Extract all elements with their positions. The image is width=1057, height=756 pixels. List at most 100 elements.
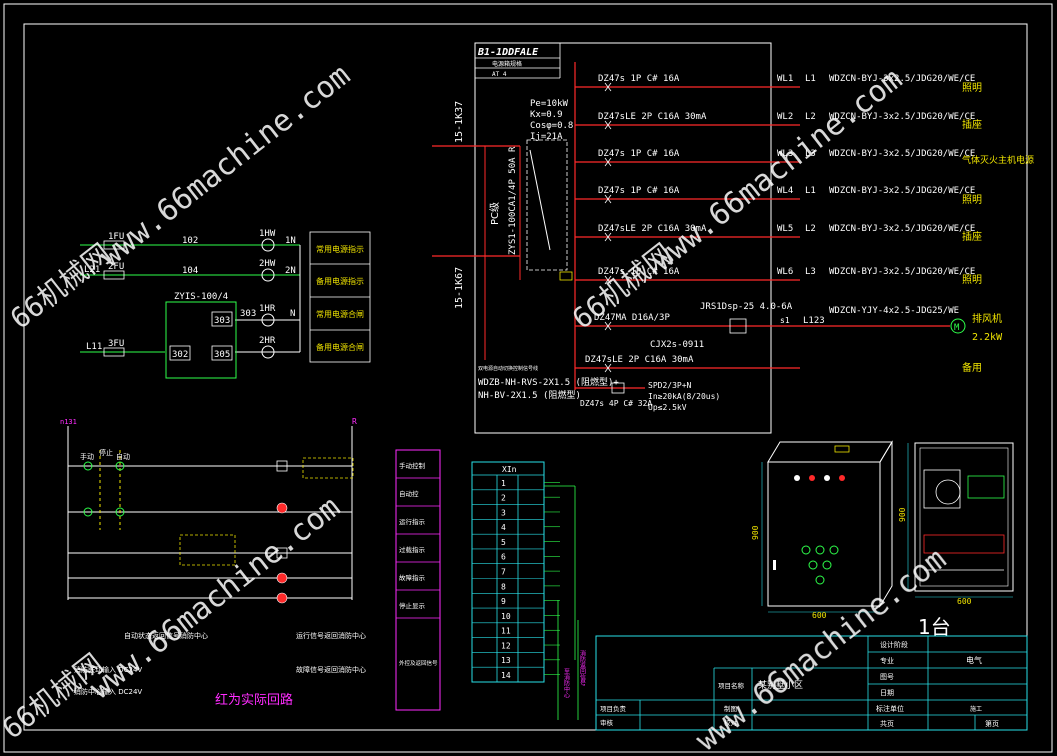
ats-controller-box bbox=[165, 301, 237, 379]
spare-circuit: DZ47sLE 2P C16A 30mA 备用 bbox=[575, 355, 982, 374]
svg-text:外控及返回信号: 外控及返回信号 bbox=[399, 659, 438, 667]
svg-text:WDZCN-YJY-4x2.5-JDG25/WE: WDZCN-YJY-4x2.5-JDG25/WE bbox=[829, 306, 959, 316]
lamp-1hr-icon bbox=[261, 313, 275, 327]
svg-text:L3: L3 bbox=[805, 149, 816, 159]
svg-text:JRS1Dsp-25 4.0-6A: JRS1Dsp-25 4.0-6A bbox=[700, 302, 793, 312]
svg-text:303: 303 bbox=[214, 316, 230, 326]
watermark-cn: 66机械网 bbox=[0, 647, 109, 745]
terminal-row-number: 10 bbox=[501, 612, 511, 621]
svg-text:照明: 照明 bbox=[962, 194, 982, 206]
terminal-row-number: 1 bbox=[501, 479, 506, 488]
svg-text:故障指示: 故障指示 bbox=[399, 573, 426, 582]
svg-text:至消防中心: 至消防中心 bbox=[563, 668, 570, 698]
svg-text:手动控制: 手动控制 bbox=[399, 461, 426, 470]
thermal-relay-symbol bbox=[729, 318, 747, 334]
terminal-row-number: 12 bbox=[501, 641, 511, 650]
svg-text:2HR: 2HR bbox=[259, 336, 276, 346]
param-2: Kx=0.9 bbox=[530, 110, 563, 120]
circuit-row: DZ47sLE 2P C16A 30mA WL2 L2 WDZCN-BYJ-3x… bbox=[575, 112, 982, 131]
panel-sub1: 电源箱规格 bbox=[492, 60, 522, 68]
circuit-row: DZ47s 1P C# 16A WL1 L1 WDZCN-BYJ-3x2.5/J… bbox=[575, 74, 982, 94]
svg-text:运行信号返回消防中心: 运行信号返回消防中心 bbox=[296, 631, 366, 640]
circuit-row: DZ47s 1P C# 16A WL3 L3 WDZCN-BYJ-3x2.5/J… bbox=[575, 149, 1034, 167]
svg-text:CJX2s-0911: CJX2s-0911 bbox=[650, 340, 704, 350]
svg-text:ZYIS-100/4: ZYIS-100/4 bbox=[174, 292, 228, 302]
svg-text:1HR: 1HR bbox=[259, 304, 276, 314]
lamp-2hw-icon bbox=[261, 268, 275, 282]
svg-text:故障信号返回消防中心: 故障信号返回消防中心 bbox=[296, 665, 366, 674]
svg-text:L1: L1 bbox=[805, 74, 816, 84]
panel-cable-1: WDZB-NH-RVS-2X1.5 (阻燃型)+ bbox=[478, 376, 619, 388]
inner-frame bbox=[23, 23, 1028, 731]
svg-text:n131: n131 bbox=[60, 418, 77, 426]
svg-text:WL4: WL4 bbox=[777, 186, 793, 196]
svg-text:s1: s1 bbox=[780, 316, 790, 325]
title-block: 项目名称 某别墅小区 设计阶段 专业 电气 图号 日期 标注单位 施工 项目负责… bbox=[595, 635, 1028, 731]
distribution-panel: B1-1DDFALE 电源箱规格 AT 4 15-1K37 15-1K67 PC… bbox=[432, 42, 772, 434]
svg-text:WDZCN-BYJ-3x2.5/JDG20/WE/CE: WDZCN-BYJ-3x2.5/JDG20/WE/CE bbox=[829, 74, 975, 84]
svg-text:手动: 手动 bbox=[80, 452, 94, 461]
svg-text:自动: 自动 bbox=[116, 452, 130, 461]
control-circuit: n131 R 手动 停止 自动 bbox=[60, 417, 357, 604]
svg-text:600: 600 bbox=[957, 597, 972, 606]
svg-text:WL2: WL2 bbox=[777, 112, 793, 122]
svg-text:常用电源合闸: 常用电源合闸 bbox=[316, 309, 364, 319]
panel-title: B1-1DDFALE bbox=[477, 47, 539, 58]
circuit-row: DZ47s 1P C# 16A WL4 L1 WDZCN-BYJ-3x2.5/J… bbox=[575, 186, 982, 206]
svg-text:M: M bbox=[954, 323, 960, 333]
project-name: 某别墅小区 bbox=[758, 680, 803, 691]
terminal-row-number: 13 bbox=[501, 656, 511, 665]
motor-circuit: DZ47MA D16A/3P JRS1Dsp-25 4.0-6A CJX2s-0… bbox=[575, 302, 1003, 350]
svg-text:L1: L1 bbox=[805, 186, 816, 196]
cabinet-quantity: 1台 bbox=[918, 615, 951, 639]
cabinet-inner-view: 900 600 bbox=[898, 442, 1014, 606]
circuit-load: 照明 bbox=[962, 82, 982, 94]
svg-text:WL5: WL5 bbox=[777, 224, 793, 234]
svg-text:电气: 电气 bbox=[966, 655, 982, 665]
svg-text:305: 305 bbox=[214, 350, 230, 360]
svg-text:第页: 第页 bbox=[985, 719, 999, 728]
svg-text:WDZCN-BYJ-3x2.5/JDG20/WE/CE: WDZCN-BYJ-3x2.5/JDG20/WE/CE bbox=[829, 224, 975, 234]
svg-text:消防返回信号: 消防返回信号 bbox=[579, 649, 586, 687]
svg-text:DZ47sLE 2P C16A 30mA: DZ47sLE 2P C16A 30mA bbox=[585, 355, 694, 365]
indicator-lamp-icon bbox=[276, 592, 288, 604]
terminal-row-number: 4 bbox=[501, 523, 506, 532]
svg-text:2HW: 2HW bbox=[259, 259, 276, 269]
svg-text:L3: L3 bbox=[805, 267, 816, 277]
svg-text:标注单位: 标注单位 bbox=[876, 704, 904, 713]
svg-text:校对: 校对 bbox=[724, 718, 738, 727]
svg-text:WDZCN-BYJ-3x2.5/JDG20/WE/CE: WDZCN-BYJ-3x2.5/JDG20/WE/CE bbox=[829, 112, 975, 122]
svg-text:WL1: WL1 bbox=[777, 74, 793, 84]
svg-text:日期: 日期 bbox=[880, 689, 894, 697]
svg-text:项目名称: 项目名称 bbox=[718, 681, 745, 690]
svg-text:WL3: WL3 bbox=[777, 149, 793, 159]
svg-text:审核: 审核 bbox=[600, 718, 614, 727]
terminal-row-number: 9 bbox=[501, 597, 506, 606]
svg-text:DZ47s 4P C# 32A: DZ47s 4P C# 32A bbox=[580, 399, 652, 408]
svg-text:照明: 照明 bbox=[962, 274, 982, 286]
svg-text:1HW: 1HW bbox=[259, 229, 276, 239]
outer-frame bbox=[3, 3, 1053, 753]
svg-text:消防联动输入 DC24V: 消防联动输入 DC24V bbox=[74, 665, 142, 674]
indicator-lamp-icon bbox=[276, 502, 288, 514]
fuse-1 bbox=[103, 240, 125, 250]
svg-text:WDZCN-BYJ-3x2.5/JDG20/WE/CE: WDZCN-BYJ-3x2.5/JDG20/WE/CE bbox=[829, 186, 975, 196]
fuse-3 bbox=[103, 347, 125, 357]
svg-text:900: 900 bbox=[751, 525, 760, 540]
svg-text:L2: L2 bbox=[805, 112, 816, 122]
svg-text:R: R bbox=[352, 417, 357, 426]
panel-cable-2: NH-BV-2X1.5 (阻燃型) bbox=[478, 389, 581, 401]
svg-text:备用电源指示: 备用电源指示 bbox=[316, 276, 364, 286]
lamp-1hw-icon bbox=[261, 238, 275, 252]
panel-pc-label: PC级 bbox=[489, 202, 501, 225]
svg-text:XIn: XIn bbox=[502, 465, 517, 474]
panel-sub2: AT 4 bbox=[492, 71, 507, 78]
svg-text:303: 303 bbox=[240, 309, 256, 319]
svg-text:常用电源指示: 常用电源指示 bbox=[316, 244, 364, 254]
param-3: Cosφ=0.8 bbox=[530, 121, 573, 131]
terminal-label-box bbox=[395, 449, 441, 711]
terminal-row-number: 11 bbox=[501, 627, 511, 636]
svg-text:N: N bbox=[290, 309, 295, 319]
note-actual-circuit: 红为实际回路 bbox=[215, 692, 293, 708]
